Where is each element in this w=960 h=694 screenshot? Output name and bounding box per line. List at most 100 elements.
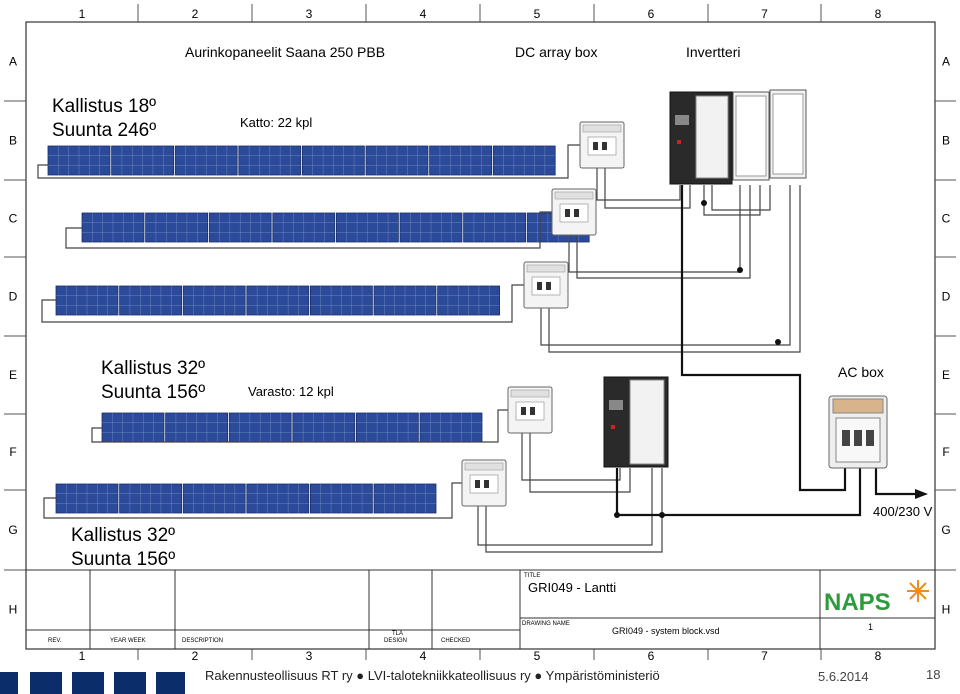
row-label: B — [9, 134, 17, 148]
sun-icon — [907, 580, 929, 602]
solar-panel-icon — [174, 145, 238, 176]
roof-direction-label: Suunta 246º — [52, 120, 156, 141]
footer-date: 5.6.2014 — [818, 669, 869, 684]
column-label: 7 — [761, 649, 768, 663]
column-label: 6 — [648, 649, 655, 663]
solar-panel-icon — [119, 285, 182, 316]
storage-tilt-label: Kallistus 32º — [101, 358, 205, 379]
inverter-2-icon — [732, 91, 770, 181]
solar-panel-icon — [419, 412, 483, 443]
inverter-3-icon — [769, 89, 807, 179]
solar-panel-icon — [81, 212, 145, 243]
roof-tilt-label: Kallistus 18º — [52, 96, 156, 117]
col-design: DESIGN — [384, 638, 407, 644]
column-label: 1 — [79, 7, 86, 21]
solar-panel-icon — [309, 483, 373, 514]
solar-panel-icon — [365, 145, 429, 176]
output-arrow-icon — [915, 489, 928, 499]
panels-header: Aurinkopaneelit Saana 250 PBB — [185, 44, 385, 60]
panel-string — [55, 285, 501, 316]
solar-panel-icon — [309, 285, 373, 316]
panel-string — [47, 145, 556, 176]
column-label: 5 — [534, 649, 541, 663]
dc-box-header: DC array box — [515, 44, 597, 60]
column-label: 4 — [420, 7, 427, 21]
storage-count-label: Varasto: 12 kpl — [248, 384, 334, 399]
column-label: 3 — [306, 649, 313, 663]
row-label: A — [9, 55, 17, 69]
title-block — [25, 569, 936, 650]
column-label: 5 — [534, 7, 541, 21]
solar-panel-icon — [182, 483, 246, 514]
dc-array-box-icon — [507, 386, 553, 434]
solar-panel-icon — [119, 483, 182, 514]
panel-strings — [47, 145, 590, 514]
solar-panel-icon — [165, 412, 229, 443]
col-tla: TLA — [392, 631, 403, 637]
main-inverter-group — [669, 89, 807, 185]
naps-logo: NAPS — [824, 580, 929, 616]
solar-panel-icon — [355, 412, 419, 443]
row-label: F — [942, 445, 949, 459]
col-year-week: YEAR WEEK — [110, 638, 146, 644]
footer-page-number: 18 — [926, 667, 941, 682]
solar-panel-icon — [47, 145, 111, 176]
solar-panel-icon — [246, 285, 310, 316]
row-label: G — [941, 523, 950, 537]
column-label: 2 — [192, 7, 199, 21]
sheet-number: 1 — [868, 622, 873, 632]
row-label: A — [942, 55, 950, 69]
solar-panel-icon — [272, 212, 336, 243]
row-label: E — [9, 368, 17, 382]
drawing-name-value: GRI049 - system block.vsd — [612, 626, 720, 636]
row-label: C — [942, 212, 951, 226]
ac-wiring — [615, 185, 915, 517]
row-label: H — [942, 603, 951, 617]
column-label: 3 — [306, 7, 313, 21]
row-label: H — [9, 603, 18, 617]
column-label: 7 — [761, 7, 768, 21]
footer-brand-logo — [0, 672, 185, 694]
dc-array-box-icon — [579, 121, 625, 169]
col-description: DESCRIPTION — [182, 638, 223, 644]
row-label: D — [942, 290, 951, 304]
dc-array-box-icon — [523, 261, 569, 309]
solar-panel-icon — [55, 285, 119, 316]
solar-panel-icon — [182, 285, 246, 316]
roof-count-label: Katto: 22 kpl — [240, 115, 312, 130]
column-label: 8 — [875, 7, 882, 21]
column-label: 2 — [192, 649, 199, 663]
col-checked: CHECKED — [441, 638, 471, 644]
solar-panel-icon — [301, 145, 365, 176]
drawing-name-caption: DRAWING NAME — [522, 621, 570, 627]
row-label: B — [942, 134, 950, 148]
row-label: C — [9, 212, 18, 226]
column-label: 1 — [79, 649, 86, 663]
storage-direction-label: Suunta 156º — [101, 382, 205, 403]
solar-panel-icon — [238, 145, 302, 176]
solar-panel-icon — [55, 483, 119, 514]
dc-array-box-icon — [551, 188, 597, 236]
ac-box-header: AC box — [838, 364, 884, 380]
dc-wiring — [37, 144, 801, 553]
naps-logo-text: NAPS — [824, 589, 891, 616]
solar-panel-icon — [373, 285, 437, 316]
solar-panel-icon — [399, 212, 463, 243]
row-label: G — [8, 523, 17, 537]
solar-panel-icon — [492, 145, 556, 176]
title-caption: TITLE — [524, 573, 540, 579]
row-label: E — [942, 368, 950, 382]
column-label: 8 — [875, 649, 882, 663]
solar-panel-icon — [111, 145, 174, 176]
solar-panel-icon — [373, 483, 437, 514]
inverter-1-icon — [669, 91, 733, 185]
row-label: F — [9, 445, 16, 459]
solar-panel-icon — [145, 212, 209, 243]
panel-string — [81, 212, 590, 243]
solar-panel-icon — [463, 212, 527, 243]
panel-string — [101, 412, 483, 443]
solar-panel-icon — [292, 412, 356, 443]
